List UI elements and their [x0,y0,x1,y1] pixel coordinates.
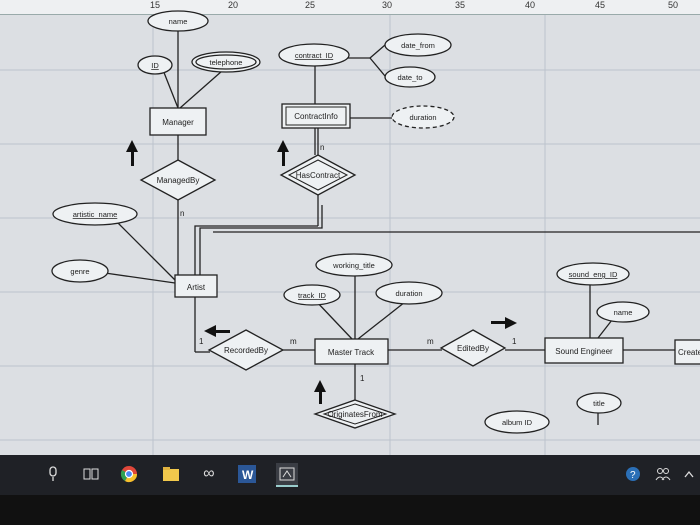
ruler-mark: 25 [305,0,316,10]
attribute-album-id-label: album ID [502,418,533,427]
attribute-engineer-name-label: name [614,308,633,317]
entity-sound-engineer[interactable] [544,337,624,364]
attribute-duration-derived-label: duration [409,113,436,122]
ruler-mark: 45 [595,0,606,10]
microphone-icon[interactable] [42,463,64,485]
ruler-mark: 20 [228,0,239,10]
identifying-border [322,403,388,425]
attribute-genre[interactable] [51,259,109,283]
entity-master-track-label: Master Track [328,348,375,357]
multivalued-border [195,54,257,70]
entity-contractinfo[interactable] [281,103,351,129]
attribute-telephone[interactable] [191,51,261,73]
ruler-mark: 15 [150,0,161,10]
attribute-date-to-label: date_to [397,73,422,82]
attribute-track-id[interactable] [283,284,341,306]
ruler-mark: 35 [455,0,466,10]
attribute-contract-id[interactable] [278,43,350,67]
attribute-id[interactable] [137,55,173,75]
entity-artist-label: Artist [187,283,206,292]
entity-manager-label: Manager [162,118,194,127]
cardinality-label: 1 [360,374,365,383]
attribute-engineer-name[interactable] [596,301,650,323]
relationship-recordedby[interactable] [207,329,285,371]
people-icon[interactable] [652,463,674,485]
entity-sound-engineer-label: Sound Engineer [555,347,613,356]
connectors [104,30,700,425]
cardinality-label: n [320,143,324,152]
word-icon-letter: W [242,468,254,482]
relationship-originatesfrom-label: OriginatesFrom [327,410,382,419]
chrome-icon[interactable] [118,463,140,485]
relationship-hascontract[interactable] [279,154,357,196]
cardinality-label: 1 [199,337,204,346]
relationship-editedby-label: EditedBy [457,344,489,353]
attributes [51,10,650,434]
relationship-originatesfrom[interactable] [313,399,397,429]
identifying-border [287,159,349,191]
relationships: ManagedBy HasContract RecordedBy EditedB… [139,154,507,429]
grid [0,15,700,455]
drawing-app-icon[interactable] [276,463,298,487]
cardinality-label: 1 [512,337,517,346]
er-diagram: Manager ContractInfo Artist Master Track… [0,10,700,455]
attribute-sound-eng-id-label: sound_eng_ID [569,270,618,279]
attribute-id-label: ID [151,61,159,70]
chevron-up-icon[interactable] [678,463,700,485]
entity-contractinfo-label: ContractInfo [294,112,338,121]
monitor-bezel [0,495,700,525]
ruler-mark: 50 [668,0,679,10]
attribute-date-to[interactable] [384,66,436,88]
attribute-telephone-label: telephone [210,58,243,67]
attribute-artistic-name[interactable] [52,202,138,226]
help-icon[interactable]: ? [622,463,644,485]
word-icon[interactable]: W [236,463,258,485]
file-explorer-icon[interactable] [160,463,182,485]
entity-master-track[interactable] [314,338,389,365]
attribute-genre-label: genre [70,267,89,276]
attribute-labels: name ID telephone contract_ID date_from … [70,17,632,427]
weak-entity-border [285,106,347,126]
attribute-contract-id-label: contract_ID [295,51,334,60]
cardinality-label: m [427,337,434,346]
attribute-working-title[interactable] [315,253,393,277]
cardinality-label: n [180,209,184,218]
relationship-hascontract-label: HasContract [296,171,341,180]
attribute-working-title-label: working_title [332,261,375,270]
attribute-date-from-label: date_from [401,41,435,50]
attribute-title[interactable] [576,392,622,414]
attribute-track-id-label: track_ID [298,291,327,300]
arrows [126,140,517,404]
relationship-recordedby-label: RecordedBy [224,346,268,355]
attribute-album-id[interactable] [484,410,550,434]
attribute-artistic-name-label: artistic_name [73,210,118,219]
entity-create[interactable] [674,339,700,365]
entities: Manager ContractInfo Artist Master Track… [149,103,700,365]
ruler-mark: 30 [382,0,393,10]
attribute-date-from[interactable] [384,33,452,57]
attribute-duration-label: duration [395,289,422,298]
entity-manager[interactable] [149,107,207,136]
cardinalities: n n 1 m m 1 1 [180,143,517,383]
entity-artist[interactable] [174,274,218,298]
attribute-sound-eng-id[interactable] [556,262,630,286]
diagram-canvas[interactable]: 15 20 25 30 35 40 45 50 [0,0,700,455]
ruler-mark: 40 [525,0,536,10]
svg-text:?: ? [630,470,636,481]
relationship-editedby[interactable] [439,329,507,367]
taskbar: ∞ W ? [0,455,700,495]
infinity-app-icon[interactable]: ∞ [203,465,215,482]
attribute-name-label: name [169,17,188,26]
attribute-name[interactable] [147,10,209,32]
relationship-managedby-label: ManagedBy [157,176,200,185]
attribute-duration[interactable] [375,281,443,305]
attribute-duration-derived[interactable] [391,105,455,129]
cardinality-label: m [290,337,297,346]
attribute-title-label: title [593,399,605,408]
task-view-icon[interactable] [80,463,102,485]
relationship-managedby[interactable] [139,159,217,201]
entity-create-label: Create [678,348,700,357]
